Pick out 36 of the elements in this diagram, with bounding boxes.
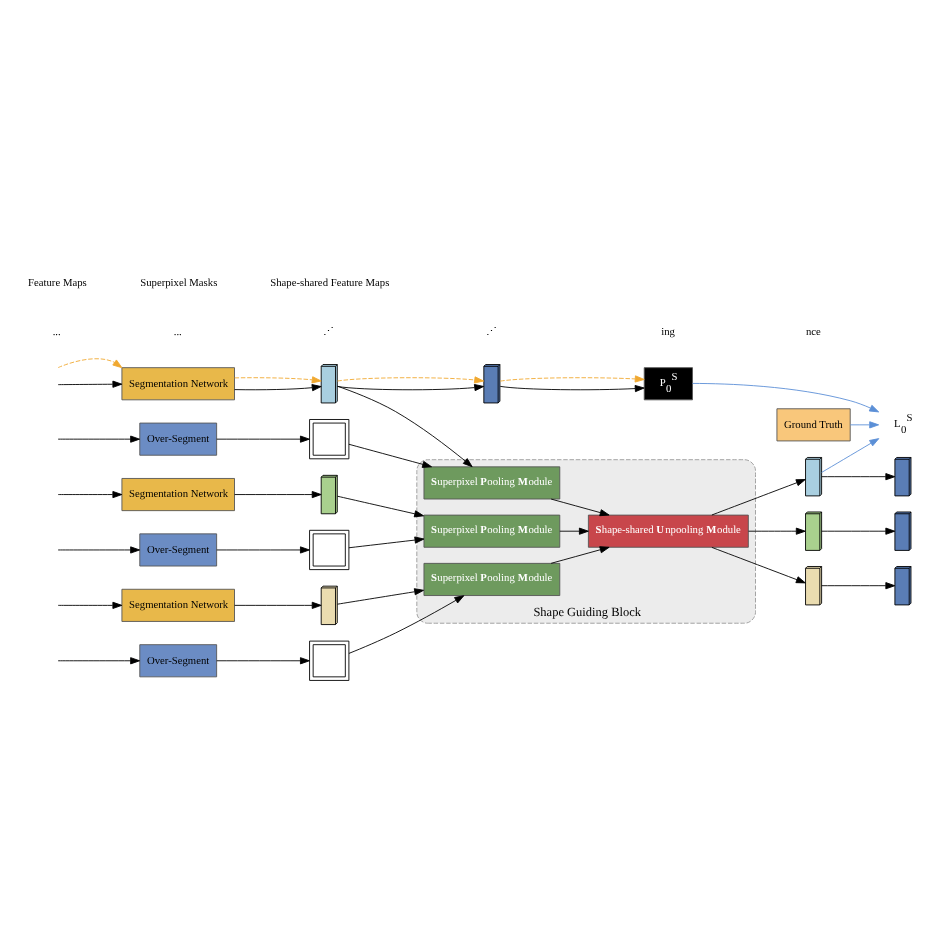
- arrow: [748, 527, 806, 535]
- arrow: [337, 495, 425, 518]
- arrow: [216, 435, 310, 443]
- arrow: [559, 527, 589, 535]
- arrow: [550, 498, 610, 517]
- arrow: [57, 657, 141, 665]
- arrow: [348, 595, 465, 654]
- arrow: [348, 443, 432, 468]
- arrow: [821, 527, 896, 535]
- arrow: [821, 473, 896, 481]
- arrow: [57, 546, 141, 554]
- arrow: [234, 491, 322, 499]
- arrow: [57, 601, 123, 609]
- arrow: [692, 382, 880, 413]
- arrow: [499, 375, 645, 383]
- arrow: [337, 384, 485, 392]
- arrow: [337, 385, 473, 468]
- arrow: [234, 376, 322, 384]
- arrow: [234, 384, 322, 392]
- arrow: [57, 435, 141, 443]
- arrow: [550, 546, 610, 564]
- arrow: [711, 546, 806, 584]
- arrow: [337, 588, 425, 605]
- arrow: [499, 384, 645, 393]
- arrow: [821, 582, 896, 590]
- arrow: [57, 380, 123, 388]
- arrow: [216, 657, 310, 665]
- arrow: [216, 546, 310, 554]
- arrow: [348, 536, 425, 549]
- arrow: [57, 358, 123, 369]
- arrow: [57, 491, 123, 499]
- arrow: [337, 376, 485, 384]
- arrow: [234, 601, 322, 609]
- arrow: [849, 421, 880, 429]
- arrow: [711, 479, 806, 516]
- arrow: [821, 438, 880, 473]
